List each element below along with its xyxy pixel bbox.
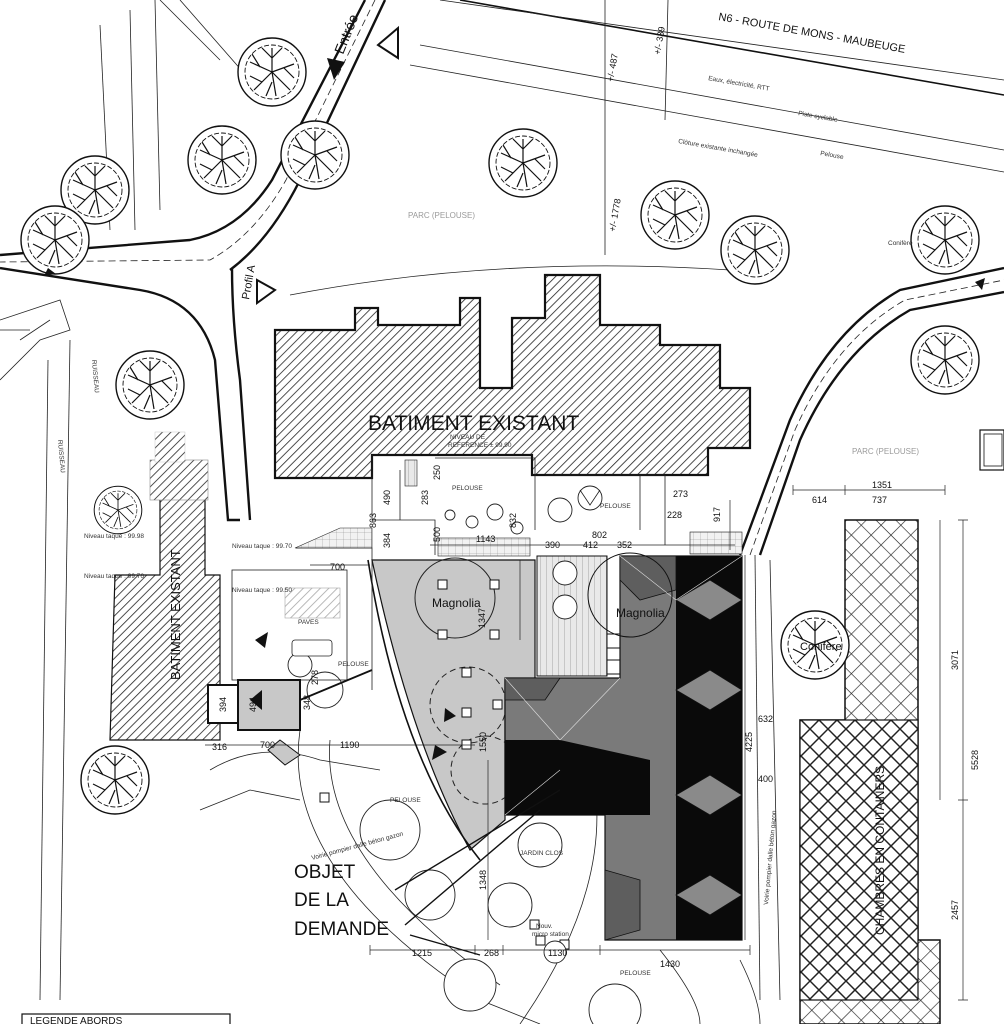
dimension-values: 1351 614 737 3071 5528 2457 273 228 917 … <box>212 26 980 969</box>
lawn-label-e: PELOUSE <box>620 970 651 977</box>
svg-text:4225: 4225 <box>744 732 754 752</box>
svg-text:1215: 1215 <box>412 948 432 958</box>
svg-text:5528: 5528 <box>970 750 980 770</box>
svg-text:352: 352 <box>617 540 632 550</box>
park-label-2: PARC (PELOUSE) <box>852 447 919 456</box>
object-label-3: DEMANDE <box>294 919 389 940</box>
svg-text:1347: 1347 <box>477 608 487 628</box>
magnolia-lawn-edge <box>367 559 481 861</box>
svg-text:3071: 3071 <box>950 650 960 670</box>
svg-text:1351: 1351 <box>872 480 892 490</box>
profile-a-label: Profil A <box>240 263 258 300</box>
containers-zone-herring <box>799 719 919 1001</box>
stream-label-1: RUISSEAU <box>90 360 100 394</box>
svg-text:700: 700 <box>330 562 345 572</box>
existing-building-main <box>273 273 752 480</box>
svg-text:1130: 1130 <box>548 948 567 958</box>
entrance-label: Entrée <box>331 12 361 56</box>
pelouse-label-top: Pelouse <box>820 150 845 161</box>
svg-text:348: 348 <box>302 695 312 710</box>
fence-label: Clôture existante inchangée <box>678 138 759 159</box>
svg-text:802: 802 <box>592 530 607 540</box>
level-label-3: Niveau taque : 99.70 <box>232 543 292 550</box>
svg-text:273: 273 <box>673 489 688 499</box>
garden-label: JARDIN CLOS <box>520 850 564 857</box>
svg-text:316: 316 <box>212 742 227 752</box>
micro-station-label-1: Nouv. <box>536 923 553 930</box>
magnolia-label-1: Magnolia <box>432 596 481 610</box>
svg-text:278: 278 <box>310 670 320 685</box>
svg-text:490: 490 <box>382 490 392 505</box>
svg-text:614: 614 <box>812 495 827 505</box>
svg-text:1348: 1348 <box>478 870 488 890</box>
small-shed <box>979 429 1004 471</box>
containers-label: CHAMBRES EN CONTAINERS <box>873 766 887 935</box>
svg-text:394: 394 <box>218 697 228 712</box>
svg-text:737: 737 <box>872 495 887 505</box>
svg-text:384: 384 <box>382 533 392 548</box>
magnolia-label-2: Magnolia <box>616 606 665 620</box>
lawn-label-a: PELOUSE <box>452 485 483 492</box>
svg-text:832: 832 <box>508 513 518 528</box>
micro-station-label-2: micro station <box>532 931 569 938</box>
lawn-label-c: PELOUSE <box>338 661 369 668</box>
svg-text:412: 412 <box>583 540 598 550</box>
existing-building-secondary <box>109 479 221 741</box>
svg-text:863: 863 <box>368 513 378 528</box>
svg-text:+/- 1778: +/- 1778 <box>607 198 623 233</box>
conifer-label-2: Conifère <box>800 641 842 653</box>
entrance-structures <box>207 547 561 956</box>
paving-label: PAVES <box>298 619 319 626</box>
magnolia-tree-1 <box>414 557 496 639</box>
svg-text:+/- 487: +/- 487 <box>605 53 620 83</box>
lawn-label-d: PELOUSE <box>390 797 421 804</box>
svg-text:1430: 1430 <box>660 959 680 969</box>
svg-text:632: 632 <box>758 714 773 724</box>
svg-text:1143: 1143 <box>476 534 495 544</box>
svg-text:250: 250 <box>432 465 442 480</box>
park-label-1: PARC (PELOUSE) <box>408 211 475 220</box>
level-label-2: Niveau taque : 99.76 <box>84 573 144 580</box>
object-label-1: OBJET <box>294 862 356 883</box>
stream-label-2: RUISSEAU <box>56 440 66 474</box>
existing-building-annex-2 <box>154 431 186 463</box>
lawn-label-b: PELOUSE <box>600 503 631 510</box>
object-label-2: DE LA <box>294 890 349 911</box>
svg-text:+/- 339: +/- 339 <box>652 26 667 56</box>
existing-building-annex <box>149 459 209 501</box>
legend-box: LEGENDE ABORDS <box>21 1013 231 1024</box>
dimension-lines <box>205 485 968 1001</box>
existing-building-2-label: BATIMENT EXISTANT <box>168 549 183 680</box>
svg-text:268: 268 <box>484 948 499 958</box>
svg-text:1550: 1550 <box>478 732 488 752</box>
new-building: Magnolia <box>504 552 743 941</box>
svg-text:700: 700 <box>260 740 275 750</box>
courtyard-area <box>294 455 743 557</box>
level-label-4: Niveau taque : 99.50 <box>232 587 292 594</box>
reference-level-value: REFERENCE ± 99.90 <box>448 442 512 449</box>
north-arrows <box>44 25 985 760</box>
fire-lane-label-2: Voirie pompier dalle béton gazon <box>763 810 778 905</box>
svg-text:400: 400 <box>758 774 773 784</box>
bike-path-label: Piste cyclable <box>798 110 839 124</box>
reference-level-label: NIVEAU DE <box>450 434 486 441</box>
svg-text:390: 390 <box>545 540 560 550</box>
svg-text:500: 500 <box>432 527 442 542</box>
svg-text:494: 494 <box>248 697 258 712</box>
survey-markers <box>319 579 570 950</box>
svg-text:283: 283 <box>420 490 430 505</box>
utilities-label: Eaux, électricité, RTT <box>708 75 770 93</box>
conifer-label-1: Conifère <box>888 240 913 247</box>
svg-text:2457: 2457 <box>950 900 960 920</box>
existing-building-label: BATIMENT EXISTANT <box>368 412 579 435</box>
svg-text:1190: 1190 <box>340 740 359 750</box>
level-label-1: Niveau taque : 99.98 <box>84 533 144 540</box>
legend-title: LEGENDE ABORDS <box>30 1016 123 1024</box>
svg-text:917: 917 <box>712 507 722 522</box>
svg-text:228: 228 <box>667 510 682 520</box>
